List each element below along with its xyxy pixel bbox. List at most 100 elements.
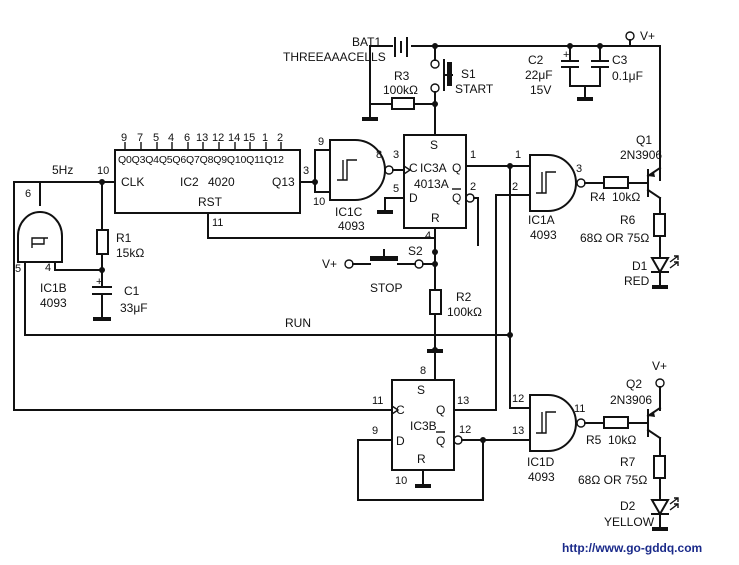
ic1d-pin-in2: 13 (512, 425, 524, 437)
ic3a-qbar-label: Q (452, 191, 461, 205)
ic2-pin-clk: 10 (97, 165, 109, 177)
ic2-pin-q3: 7 (137, 132, 143, 144)
c1-ref: C1 (124, 284, 140, 298)
ic2-pin-q6: 6 (184, 132, 190, 144)
ic2-pin-q7: 13 (196, 132, 208, 144)
ic2-pin-q9: 14 (228, 132, 240, 144)
d1-color: RED (624, 274, 650, 288)
ic3a-wires (377, 165, 531, 291)
ic3a-pin-qbar: 2 (470, 181, 476, 193)
ic1b-name: IC1B (40, 281, 67, 295)
c3-ref: C3 (612, 53, 628, 67)
ic1b-pin-4: 4 (45, 262, 51, 274)
ic3b-pin-c: 11 (372, 395, 383, 407)
ic3b-r-label: R (417, 452, 426, 466)
resistor-r5: R5 10kΩ (586, 416, 649, 447)
ic1c-nand-gate: 9 10 8 IC1C 4093 (313, 136, 405, 233)
d1-ref: D1 (632, 259, 648, 273)
s1-desc: START (455, 82, 494, 96)
ic1b-part: 4093 (40, 296, 67, 310)
d2-ref: D2 (620, 499, 636, 513)
ic3b-pin-qbar: 12 (459, 424, 471, 436)
ic3a-pin-q: 1 (470, 149, 476, 161)
ic2-pin-q10: 15 (243, 132, 255, 144)
ic2-pin-q13: 3 (303, 165, 309, 177)
transistor-q2: V+ Q2 2N3906 (610, 359, 667, 440)
bat1-ref: BAT1 (352, 35, 381, 49)
resistor-r4: R4 10kΩ (590, 176, 649, 204)
c2-ref: C2 (528, 53, 544, 67)
s2-ref: S2 (408, 244, 423, 258)
s2-vplus: V+ (322, 257, 337, 271)
ic1c-pin-in1: 9 (318, 136, 324, 148)
ic1a-part: 4093 (530, 228, 557, 242)
ic1b-pin-5: 5 (15, 263, 21, 275)
r5-value: 10kΩ (608, 433, 636, 447)
r3-value: 100kΩ (383, 83, 418, 97)
capacitor-c2: + C2 22μF 15V (525, 45, 601, 97)
ic2-rst-label: RST (198, 195, 223, 209)
ic2-pin-q4: 5 (153, 132, 159, 144)
c1-value: 33μF (120, 301, 148, 315)
ic3a-d-label: D (409, 191, 418, 205)
ic3b-qbar-label: Q (436, 434, 445, 448)
ic1a-pin-in1: 1 (515, 149, 521, 161)
battery-bat1: BAT1 THREEAAACELLS (283, 35, 408, 64)
ic2-q13-label: Q13 (272, 175, 295, 189)
ic3a-q-label: Q (452, 161, 461, 175)
ic1d-part: 4093 (528, 470, 555, 484)
r1-ref: R1 (116, 231, 132, 245)
r6-ref: R6 (620, 213, 636, 227)
ic1b-nand-gate: 6 4 5 IC1B 4093 (15, 188, 513, 338)
resistor-r6: R6 68Ω OR 75Ω (580, 197, 666, 259)
s1-ref: S1 (461, 67, 476, 81)
ic2-pin-q5: 4 (168, 132, 174, 144)
r1-value: 15kΩ (116, 246, 144, 260)
run-net-label: RUN (285, 316, 311, 330)
resistor-r7: R7 68Ω OR 75Ω (578, 437, 666, 501)
ic2-output-labels: Q0Q3Q4Q5Q6Q7Q8Q9Q10Q11Q12 (118, 154, 284, 166)
ic3a-pin-d: 5 (393, 183, 399, 195)
ic3b-pin-q: 13 (457, 395, 469, 407)
r5-ref: R5 (586, 433, 602, 447)
resistor-r3: R3 100kΩ (362, 69, 438, 121)
ic1d-pin-out: 11 (574, 403, 585, 415)
led-d2: D2 YELLOW (604, 497, 679, 531)
ic1c-part: 4093 (338, 219, 365, 233)
r4-ref: R4 (590, 190, 606, 204)
q1-ref: Q1 (636, 133, 652, 147)
watermark-url: http://www.go-gddq.com (562, 541, 702, 555)
vplus-label-top: V+ (640, 29, 655, 43)
switch-s1: S1 START (430, 45, 494, 136)
svg-text:+: + (96, 276, 102, 288)
d2-color: YELLOW (604, 515, 655, 529)
r2-ref: R2 (456, 290, 472, 304)
c2-value: 22μF (525, 68, 553, 82)
ic3b-s-label: S (417, 383, 425, 397)
ic2-counter: 9 7 5 4 6 13 12 14 15 1 2 Q0Q3Q4Q5Q6Q7Q8… (97, 132, 309, 229)
ic3b-c-label: C (396, 403, 405, 417)
ic3b-d-label: D (396, 434, 405, 448)
ic3a-part: 4013A (414, 177, 449, 191)
ic2-output-pins: 9 7 5 4 6 13 12 14 15 1 2 (121, 132, 283, 150)
r7-ref: R7 (620, 455, 636, 469)
ic3b-pin-s: 8 (420, 365, 426, 377)
ic2-pin-q0: 9 (121, 132, 127, 144)
ic1c-pin-out: 8 (376, 149, 382, 161)
led-d1: D1 RED (624, 255, 679, 289)
ic3b-flipflop: S C Q IC3B D Q R 8 11 9 13 12 10 (372, 365, 471, 487)
ic1c-name: IC1C (335, 205, 363, 219)
ic2-pin-q12: 2 (277, 132, 283, 144)
transistor-q1: Q1 2N3906 (620, 133, 662, 200)
ic3b-name: IC3B (410, 419, 437, 433)
bat1-desc: THREEAAACELLS (283, 50, 386, 64)
vplus-terminal-top: V+ (625, 29, 655, 47)
q1-part: 2N3906 (620, 148, 662, 162)
ic3a-c-label: C (409, 161, 418, 175)
svg-text:+: + (563, 49, 569, 61)
ic1a-pin-out: 3 (576, 163, 582, 175)
capacitor-c3: C3 0.1μF (577, 45, 643, 101)
ic2-name: IC2 (180, 175, 199, 189)
ic3b-pin-d: 9 (372, 425, 378, 437)
